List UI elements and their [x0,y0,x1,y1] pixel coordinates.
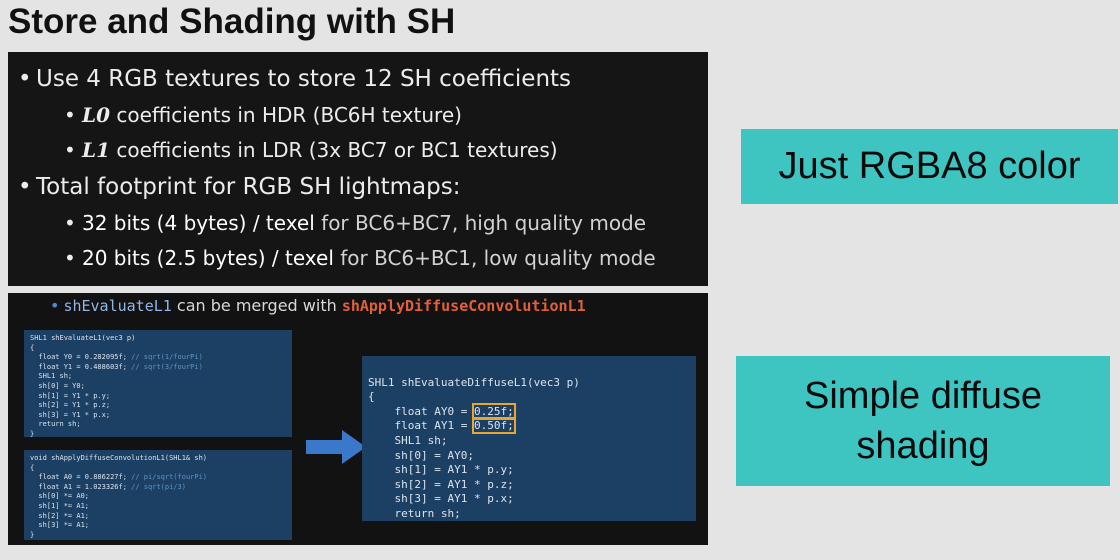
code-line: float A1 = 1.023326f; // sqrt(pi/3) [30,482,186,491]
code-block-convolution: void shApplyDiffuseConvolutionL1(SHL1& s… [24,450,292,540]
sub-bullet-strong: 20 bits (2.5 bytes) / texel [82,246,334,270]
sub-bullet-text: coefficients in LDR (3x BC7 or BC1 textu… [109,138,558,162]
code-line: { [30,343,35,352]
bullet-dot-icon: • [64,211,76,235]
code-line: sh[3] = Y1 * p.x; [30,410,111,419]
code-line: } [30,530,35,539]
code-header: •shEvaluateL1 can be merged with shApply… [50,296,586,315]
bullet-text: Total footprint for RGB SH lightmaps: [36,174,461,200]
slide-title: Store and Shading with SH [8,2,456,41]
code-line: SHL1 shEvaluateL1(vec3 p) [30,334,136,342]
code-line: SHL1 shEvaluateDiffuseL1(vec3 p) [368,375,580,389]
callout-line: shading [856,425,990,467]
code-line: sh[0] *= A0; [30,492,90,501]
function-name-convolution: shApplyDiffuseConvolutionL1 [341,297,586,315]
code-line: sh[0] = Y0; [30,381,85,390]
code-line: float Y0 = 0.282095f; // sqrt(1/fourPi) [30,353,203,362]
code-line: SHL1 sh; [30,372,73,381]
code-line: { [30,463,35,472]
bullet-dot-icon: • [64,246,76,270]
code-line: sh[2] = AY1 * p.z; [394,477,514,491]
code-panel: •shEvaluateL1 can be merged with shApply… [8,293,708,545]
code-line-group: SHL1 sh; sh[0] = AY0; sh[1] = AY1 * p.y;… [368,433,514,521]
header-text: can be merged with [171,296,342,315]
code-line: SHL1 sh; [394,433,448,447]
code-comment: // sqrt(pi/3) [131,482,186,491]
function-name-evaluate: shEvaluateL1 [63,297,172,315]
code-line: } [30,429,35,437]
sub-bullet-item: •L0 coefficients in HDR (BC6H texture) [18,98,708,133]
bullet-dot-icon: • [64,138,76,162]
callout-rgba8: Just RGBA8 color [741,129,1118,204]
bullet-text: Use 4 RGB textures to store 12 SH coeffi… [36,66,572,92]
code-block-merged: SHL1 shEvaluateDiffuseL1(vec3 p) { float… [362,356,696,521]
code-line: { [368,390,375,404]
sub-bullet-item: •L1 coefficients in LDR (3x BC7 or BC1 t… [18,133,708,168]
code-line: return sh; [394,506,461,520]
code-line: float Y1 = 0.488603f; // sqrt(3/fourPi) [30,362,203,371]
sub-bullet-text: for BC6+BC1, low quality mode [333,246,656,270]
code-comment: // pi/sqrt(fourPi) [131,473,208,482]
bullet-dot-icon: • [18,174,32,200]
code-line: float A0 = 0.886227f; // pi/sqrt(fourPi) [30,473,208,482]
math-symbol: L0 [82,103,110,127]
bullet-dot-icon: • [50,296,60,315]
code-line: sh[2] = Y1 * p.z; [30,401,111,410]
code-line: sh[2] *= A1; [30,511,90,520]
sub-bullet-strong: 32 bits (4 bytes) / texel [82,211,315,235]
bullet-item: •Total footprint for RGB SH lightmaps: [18,168,708,206]
callout-line: Simple diffuse [804,375,1042,417]
callout-diffuse-shading: Simple diffuse shading [736,356,1110,486]
code-comment: // sqrt(3/fourPi) [131,362,203,371]
code-line: void shApplyDiffuseConvolutionL1(SHL1& s… [30,454,208,462]
code-comment: // sqrt(1/fourPi) [131,353,203,362]
code-line: sh[3] *= A1; [30,521,90,530]
right-arrow-icon [306,430,366,464]
math-symbol: L1 [82,138,110,162]
code-line: sh[1] *= A1; [30,501,90,510]
sub-bullet-text: for BC6+BC7, high quality mode [314,211,647,235]
code-line: sh[3] = AY1 * p.x; [394,492,514,506]
bullet-panel: •Use 4 RGB textures to store 12 SH coeff… [8,52,708,286]
highlighted-constant: 0.25f; [471,402,516,420]
code-line: sh[1] = Y1 * p.y; [30,391,111,400]
code-line: sh[1] = AY1 * p.y; [394,463,514,477]
highlighted-constant: 0.50f; [471,417,516,435]
code-line: float AY1 = [368,419,474,433]
bullet-dot-icon: • [18,66,32,92]
bullet-dot-icon: • [64,103,76,127]
code-line: float AY0 = [368,404,474,418]
code-line: sh[0] = AY0; [394,448,474,462]
sub-bullet-item: •32 bits (4 bytes) / texel for BC6+BC7, … [18,206,708,241]
code-block-evaluate: SHL1 shEvaluateL1(vec3 p){ float Y0 = 0.… [24,330,292,437]
bullet-item: •Use 4 RGB textures to store 12 SH coeff… [18,60,708,98]
code-line: return sh; [30,420,81,429]
sub-bullet-item: •20 bits (2.5 bytes) / texel for BC6+BC1… [18,241,708,276]
sub-bullet-text: coefficients in HDR (BC6H texture) [109,103,462,127]
